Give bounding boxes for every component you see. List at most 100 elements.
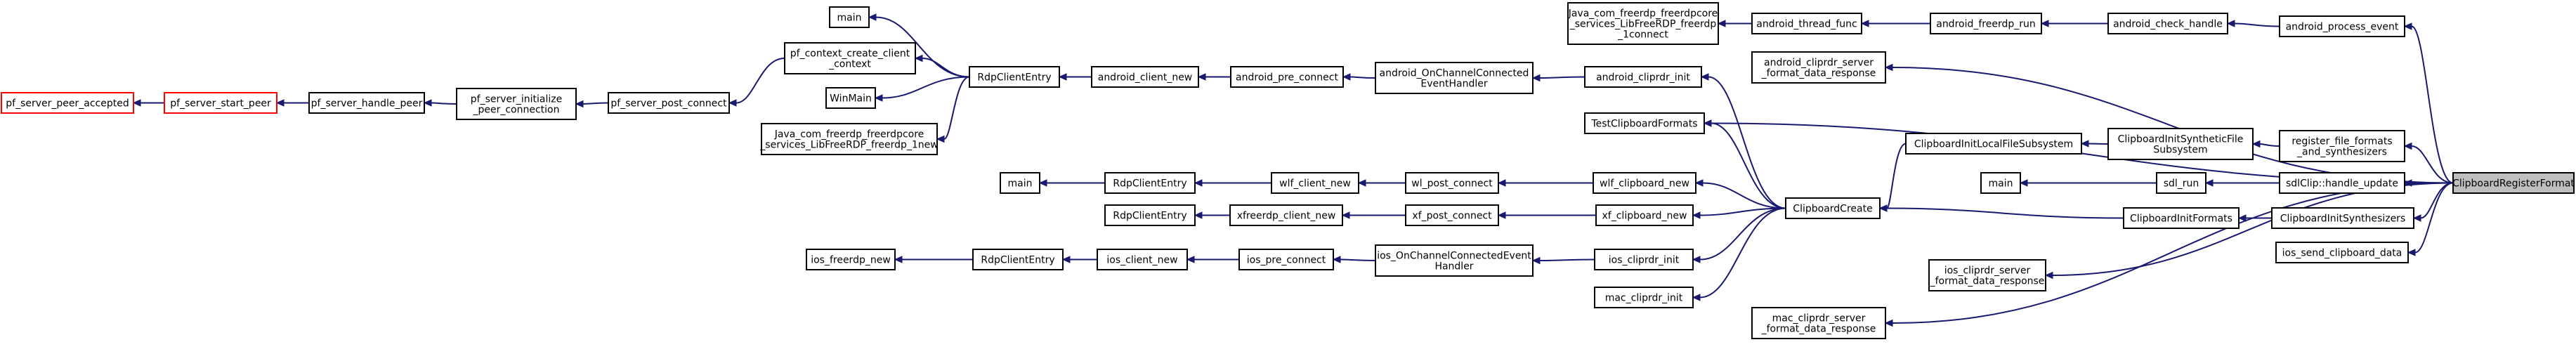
- arrowhead: [1341, 211, 1350, 219]
- node-xf-clipboard-new[interactable]: xf_clipboard_new: [1595, 204, 1694, 226]
- node-android-pre-connect[interactable]: android_pre_connect: [1230, 66, 1344, 88]
- node-android-freerdp-run[interactable]: android_freerdp_run: [1930, 13, 2042, 34]
- node-xfreerdp-client-new[interactable]: xfreerdp_client_new: [1229, 204, 1343, 226]
- node-xf-post-connect[interactable]: xf_post_connect: [1405, 204, 1499, 226]
- node-android-check-handle[interactable]: android_check_handle: [2107, 13, 2228, 34]
- node-android-process-event[interactable]: android_process_event: [2279, 15, 2405, 37]
- node-ios-cliprdr-server-format-data-response[interactable]: ios_cliprdr_server_format_data_response: [1928, 259, 2046, 291]
- edge-clipboardregisterformat-to-clipboardinitsynthesizers: [2412, 182, 2454, 222]
- node-java-libfreerdp-freerdp-1new[interactable]: Java_com_freerdp_freerdpcore_services_Li…: [759, 123, 939, 155]
- node-clipboardregisterformat[interactable]: ClipboardRegisterFormat: [2452, 172, 2575, 194]
- node-ios-freerdp-new[interactable]: ios_freerdp_new: [806, 249, 896, 270]
- node-pf-server-peer-accepted[interactable]: pf_server_peer_accepted: [1, 92, 134, 114]
- node-android-cliprdr-init[interactable]: android_cliprdr_init: [1584, 66, 1702, 88]
- node-box: [1375, 62, 1534, 94]
- node-box: [1405, 204, 1499, 226]
- edge-register-file-formats-and-synthesizers-to-clipboardinitsyntheticfilesubsystem: [2251, 140, 2280, 148]
- node-sdlclip-handle-update[interactable]: sdlClip::handle_update: [2279, 172, 2405, 194]
- node-pf-server-start-peer[interactable]: pf_server_start_peer: [164, 92, 277, 114]
- arrowhead: [1860, 20, 1869, 27]
- node-pf-server-initialize-peer-connection[interactable]: pf_server_initialize_peer_connection: [456, 88, 577, 120]
- edge-line: [1699, 207, 1786, 261]
- edge-line: [1886, 207, 2124, 219]
- node-label: main: [1008, 178, 1033, 190]
- node-register-file-formats-and-synthesizers[interactable]: register_file_formats_and_synthesizers: [2279, 130, 2405, 162]
- node-label: sdl_run: [2164, 178, 2199, 190]
- node-winmain[interactable]: WinMain: [825, 87, 876, 109]
- node-android-thread-func[interactable]: android_thread_func: [1751, 13, 1862, 34]
- node-box: [1230, 66, 1344, 88]
- node-label: pf_server_post_connect: [610, 98, 727, 110]
- node-main-3[interactable]: main: [1980, 172, 2021, 194]
- node-label: ClipboardInitLocalFileSubsystem: [1914, 139, 2073, 150]
- edge-clipboardcreate-to-android-cliprdr-init: [1700, 73, 1786, 209]
- edge-line: [1539, 76, 1586, 79]
- edge-xf-clipboard-new-to-xf-post-connect: [1497, 211, 1596, 219]
- edge-line: [1708, 76, 1786, 209]
- node-rdpcliententry-1[interactable]: RdpClientEntry: [969, 66, 1060, 88]
- edge-android-freerdp-run-to-android-thread-func: [1860, 20, 1930, 27]
- node-ios-pre-connect[interactable]: ios_pre_connect: [1238, 249, 1334, 270]
- edge-ios-client-new-to-rdpcliententry-4: [1061, 256, 1097, 263]
- node-pf-server-handle-peer[interactable]: pf_server_handle_peer: [308, 92, 425, 114]
- arrowhead: [1061, 256, 1071, 263]
- arrowhead: [1884, 63, 1893, 72]
- node-label: RdpClientEntry: [977, 72, 1051, 84]
- node-box: [1751, 51, 1886, 84]
- node-ios-cliprdr-init[interactable]: ios_cliprdr_init: [1594, 249, 1694, 270]
- node-label: ios_client_new: [1106, 255, 1177, 266]
- node-pf-context-create-client-context[interactable]: pf_context_create_client_context: [784, 42, 916, 74]
- node-box: [969, 66, 1060, 88]
- node-java-libfreerdp-freerdp-1connect[interactable]: Java_com_freerdp_freerdpcore_services_Li…: [1567, 2, 1719, 45]
- arrowhead: [1332, 256, 1341, 263]
- node-label: _context: [828, 59, 871, 70]
- node-clipboardcreate[interactable]: ClipboardCreate: [1785, 197, 1881, 219]
- node-clipboardinitsynthesizers[interactable]: ClipboardInitSynthesizers: [2271, 207, 2414, 229]
- node-label: Handler: [1434, 261, 1473, 273]
- edge-wlf-clipboard-new-to-wl-post-connect: [1497, 179, 1594, 187]
- edge-line: [582, 102, 609, 105]
- arrowhead: [1497, 211, 1506, 219]
- node-label: pf_server_initialize: [471, 94, 562, 105]
- node-clipboardinitlocalfilesubsystem[interactable]: ClipboardInitLocalFileSubsystem: [1905, 133, 2082, 155]
- node-box: [1375, 244, 1534, 277]
- node-rdpcliententry-2[interactable]: RdpClientEntry: [1104, 172, 1196, 194]
- node-main-1[interactable]: main: [829, 6, 870, 28]
- node-android-client-new[interactable]: android_client_new: [1091, 66, 1199, 88]
- node-label: ClipboardInitSynthesizers: [2280, 214, 2405, 225]
- arrowhead: [894, 256, 903, 263]
- node-mac-cliprdr-init[interactable]: mac_cliprdr_init: [1594, 287, 1694, 308]
- node-wlf-clipboard-new[interactable]: wlf_clipboard_new: [1593, 172, 1696, 194]
- node-wlf-client-new[interactable]: wlf_client_new: [1271, 172, 1359, 194]
- node-clipboardinitformats[interactable]: ClipboardInitFormats: [2123, 207, 2240, 229]
- node-ios-client-new[interactable]: ios_client_new: [1097, 249, 1188, 270]
- edge-android-pre-connect-to-android-client-new: [1197, 73, 1231, 81]
- node-label: EventHandler: [1420, 79, 1487, 90]
- edge-line: [1711, 122, 1786, 209]
- edge-android-process-event-to-android-check-handle: [2226, 20, 2280, 27]
- node-wl-post-connect[interactable]: wl_post_connect: [1405, 172, 1499, 194]
- edge-sdl-run-to-main-3: [2019, 179, 2157, 187]
- node-sdl-run[interactable]: sdl_run: [2156, 172, 2206, 194]
- edge-line: [1340, 258, 1376, 261]
- node-main-2[interactable]: main: [1000, 172, 1040, 194]
- node-testclipboardformats[interactable]: TestClipboardFormats: [1584, 112, 1705, 134]
- arrowhead: [1497, 179, 1506, 187]
- node-mac-cliprdr-server-format-data-response[interactable]: mac_cliprdr_server_format_data_response: [1751, 307, 1886, 339]
- node-box: [1229, 204, 1343, 226]
- node-android-cliprdr-server-format-data-response[interactable]: android_cliprdr_server_format_data_respo…: [1751, 51, 1886, 84]
- node-ios-send-clipboard-data[interactable]: ios_send_clipboard_data: [2275, 242, 2409, 263]
- node-pf-server-post-connect[interactable]: pf_server_post_connect: [608, 92, 730, 114]
- node-rdpcliententry-4[interactable]: RdpClientEntry: [972, 249, 1064, 270]
- arrowhead: [423, 99, 432, 107]
- node-rdpcliententry-3[interactable]: RdpClientEntry: [1104, 204, 1196, 226]
- edge-clipboardinitsynthesizers-to-clipboardinitformats: [2237, 214, 2272, 222]
- edge-rdpcliententry-1-to-pf-context-create-client-context: [914, 54, 970, 78]
- arrowhead: [2226, 20, 2235, 27]
- edge-line: [1699, 207, 1786, 298]
- edge-line: [1702, 182, 1786, 209]
- node-box: [1905, 133, 2082, 155]
